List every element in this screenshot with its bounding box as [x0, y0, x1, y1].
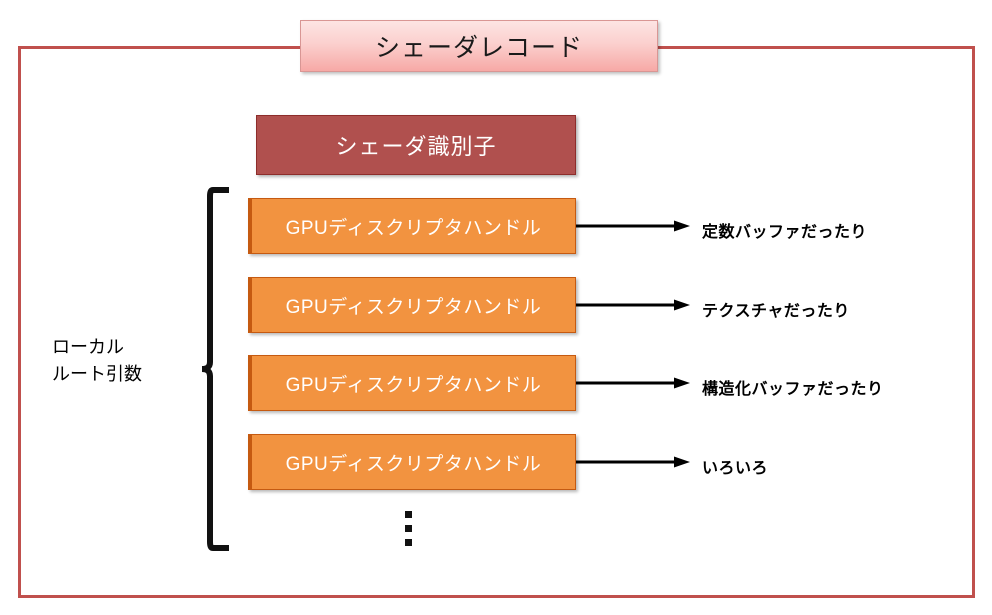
ellipsis-dot: [405, 525, 412, 532]
local-root-arguments-line-2: ルート引数: [52, 364, 142, 384]
title-banner: シェーダレコード: [300, 20, 658, 72]
annotation-label-3: 構造化バッファだったり: [702, 381, 884, 398]
ellipsis-dot: [405, 511, 412, 518]
descriptor-handle-label: GPUディスクリプタハンドル: [285, 374, 542, 396]
descriptor-handle-box-1: GPUディスクリプタハンドル: [248, 198, 576, 254]
left-brace-icon: [201, 187, 229, 551]
arrow-icon: [576, 377, 690, 389]
annotation-label-4: いろいろ: [702, 460, 769, 477]
descriptor-handle-box-4: GPUディスクリプタハンドル: [248, 434, 576, 490]
descriptor-handle-label: GPUディスクリプタハンドル: [285, 296, 542, 318]
annotation-label-2: テクスチャだったり: [702, 303, 850, 320]
arrow-icon: [576, 299, 690, 311]
descriptor-handle-label: GPUディスクリプタハンドル: [285, 217, 542, 239]
annotation-label-1: 定数バッファだったり: [702, 224, 868, 241]
arrow-icon: [576, 220, 690, 232]
page-title: シェーダレコード: [374, 34, 583, 62]
descriptor-handle-label: GPUディスクリプタハンドル: [285, 453, 542, 475]
shader-identifier-label: シェーダ識別子: [335, 134, 497, 159]
descriptor-handle-box-2: GPUディスクリプタハンドル: [248, 277, 576, 333]
ellipsis-dot: [405, 539, 412, 546]
vertical-ellipsis-icon: [405, 511, 417, 553]
arrow-icon: [576, 456, 690, 468]
shader-identifier-box: シェーダ識別子: [256, 115, 576, 175]
local-root-arguments-label: ローカル ルート引数: [52, 334, 192, 388]
local-root-arguments-line-1: ローカル: [52, 337, 124, 357]
descriptor-handle-box-3: GPUディスクリプタハンドル: [248, 355, 576, 411]
